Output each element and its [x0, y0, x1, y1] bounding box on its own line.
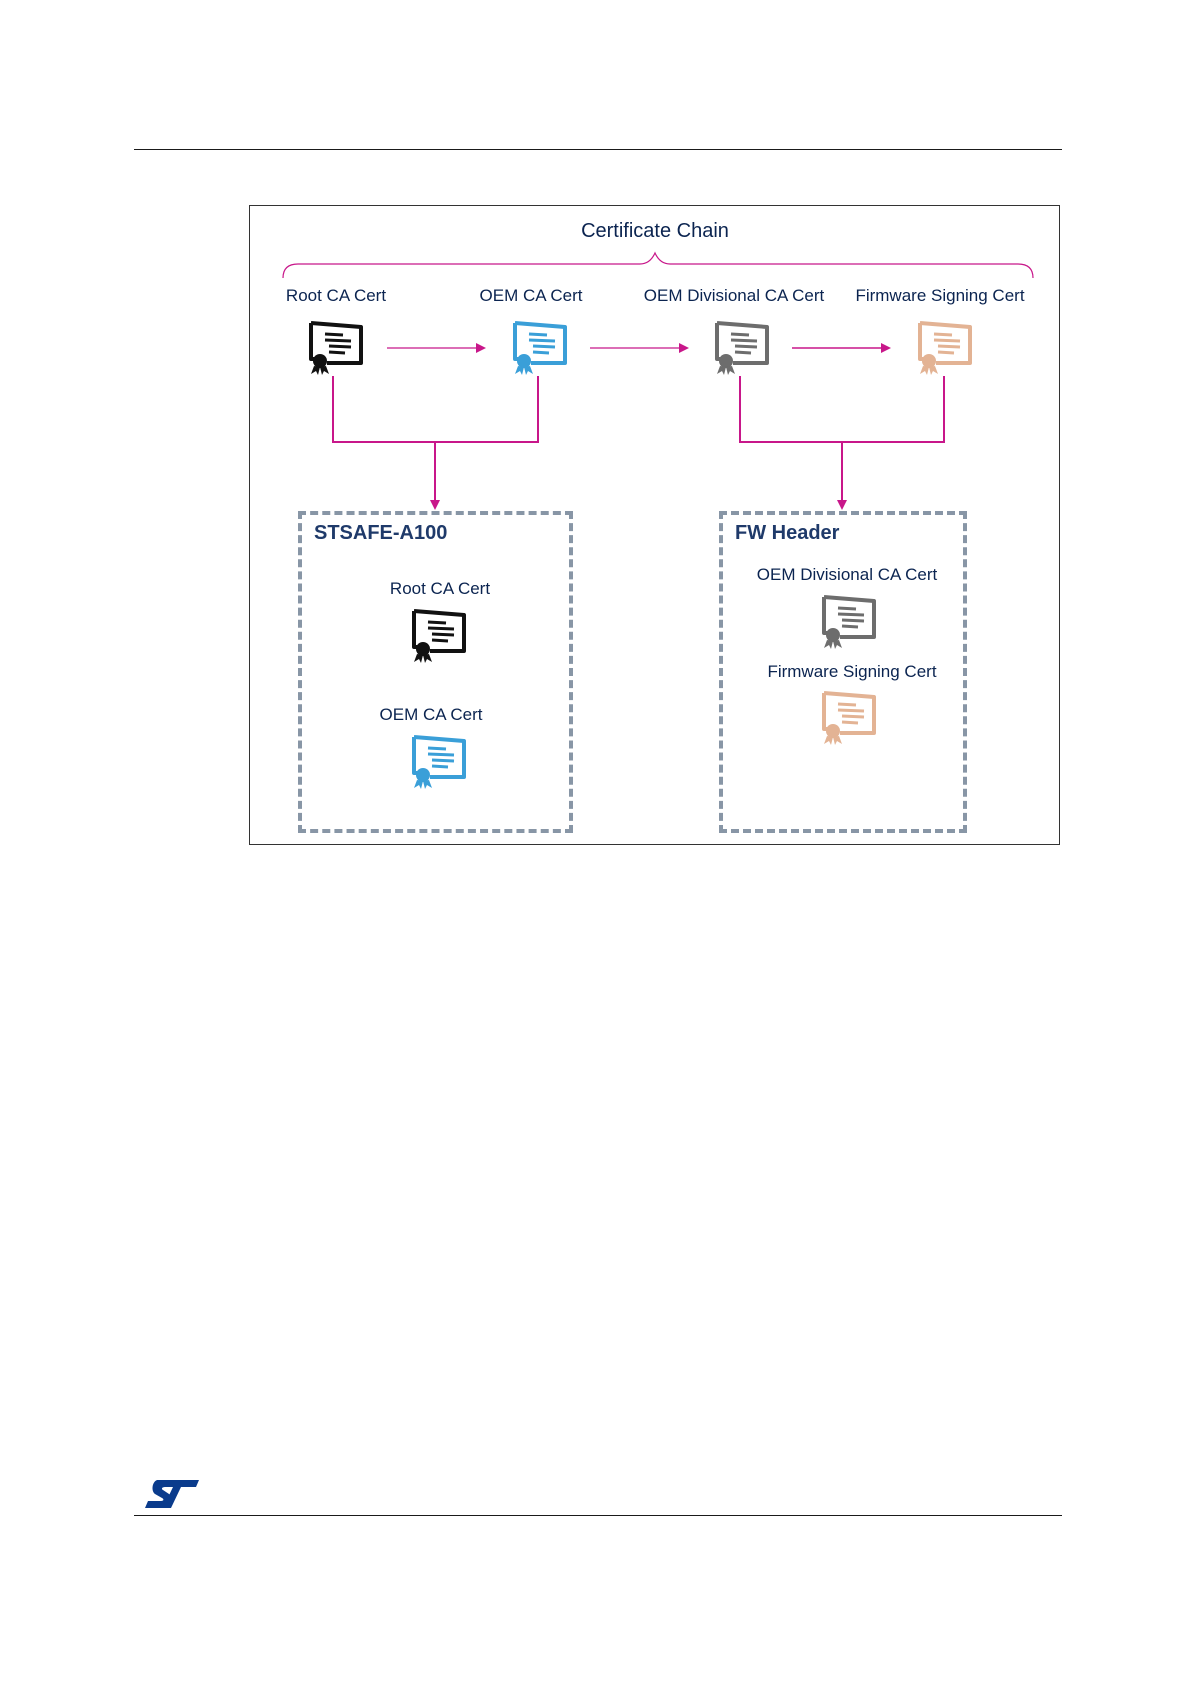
fw-header-item-label-oem-divisional: OEM Divisional CA Cert — [757, 565, 937, 585]
chain-label-oem: OEM CA Cert — [480, 286, 583, 306]
fw-header-item-label-firmware-signing: Firmware Signing Cert — [767, 662, 936, 682]
merge-line-right — [740, 376, 944, 442]
merge-line-left — [333, 376, 538, 442]
chain-brace — [283, 253, 1033, 278]
st-logo-s-shape — [145, 1480, 199, 1508]
fw-header-box-title: FW Header — [735, 521, 839, 545]
fw-header-box: FW Header OEM Divisional CA Cert Firmwar… — [719, 511, 967, 833]
certificate-icon — [816, 689, 878, 747]
certificate-icon — [507, 319, 569, 377]
certificate-chain-figure: Certificate Chain Root CA Cert OEM CA Ce… — [249, 205, 1060, 845]
certificate-icon — [912, 319, 974, 377]
certificate-icon — [709, 319, 771, 377]
chain-label-oem-divisional: OEM Divisional CA Cert — [644, 286, 824, 306]
footer-rule — [134, 1515, 1062, 1516]
stsafe-item-label-root: Root CA Cert — [390, 579, 490, 599]
stsafe-box-title: STSAFE-A100 — [314, 521, 447, 545]
certificate-icon — [816, 593, 878, 651]
chain-label-firmware-signing: Firmware Signing Cert — [855, 286, 1024, 306]
header-rule — [134, 149, 1062, 150]
chain-title: Certificate Chain — [581, 219, 729, 243]
stsafe-box: STSAFE-A100 Root CA Cert OEM CA Cert — [298, 511, 573, 833]
stsafe-item-label-oem: OEM CA Cert — [380, 705, 483, 725]
certificate-icon — [406, 607, 468, 665]
chain-label-root: Root CA Cert — [286, 286, 386, 306]
st-logo-icon — [143, 1478, 201, 1510]
certificate-icon — [303, 319, 365, 377]
certificate-icon — [406, 733, 468, 791]
st-logo-icon-svg — [143, 1478, 201, 1510]
